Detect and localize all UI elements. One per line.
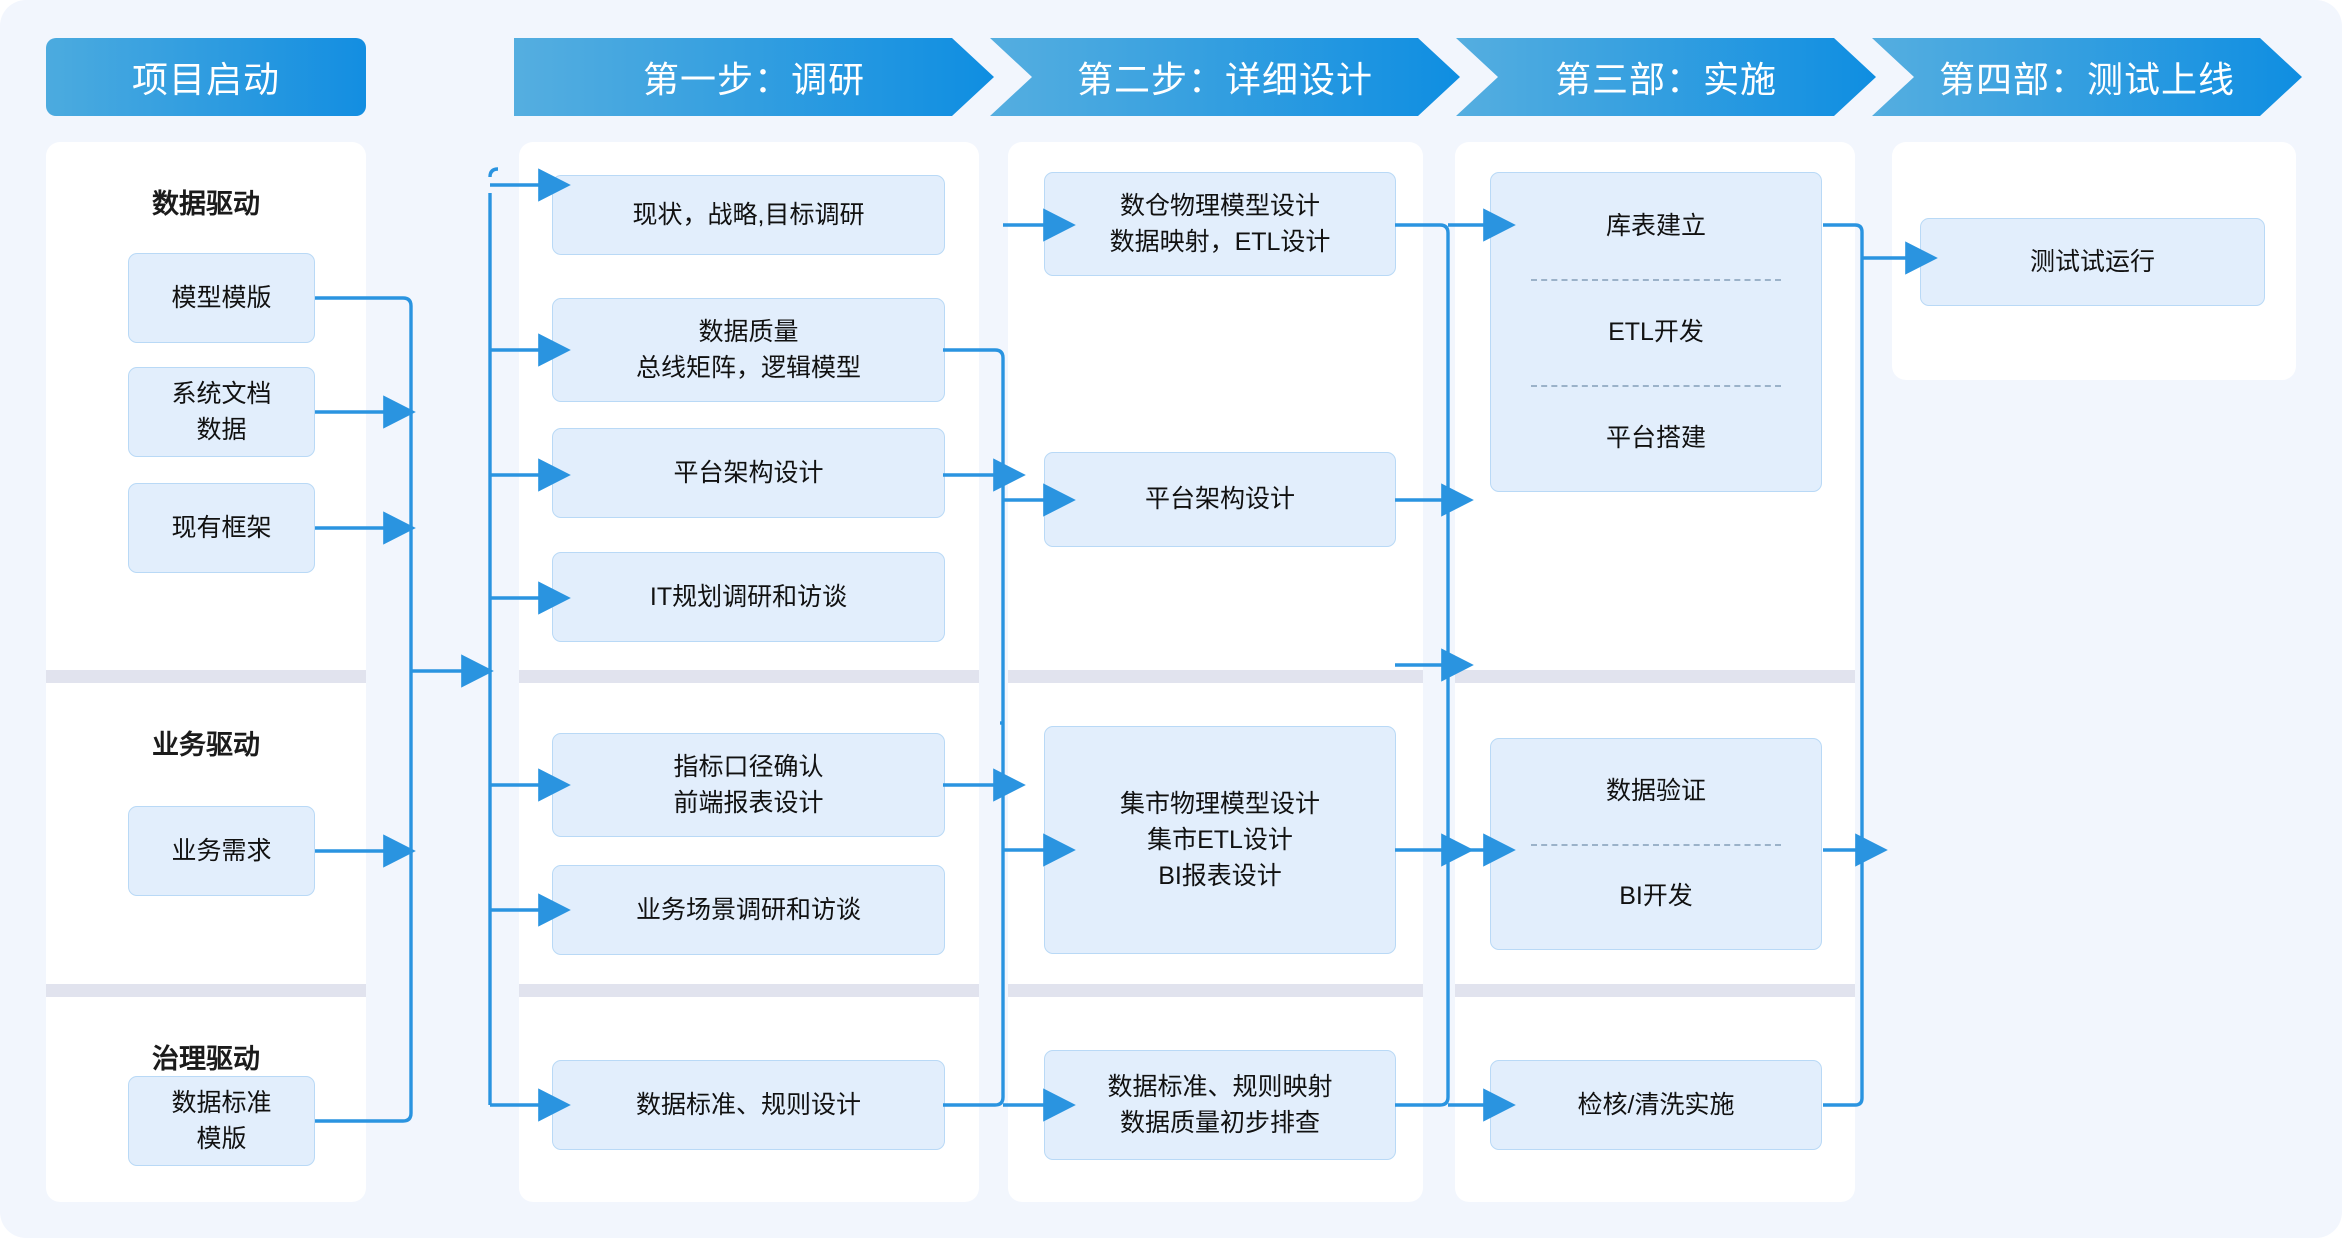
group-title-governance-driven: 治理驱动 <box>46 1037 366 1076</box>
lane-separator <box>46 984 366 997</box>
lane-separator <box>1008 984 1423 997</box>
header-kickoff[interactable]: 项目启动 <box>46 38 366 116</box>
step1-node-data-standard-rule-design[interactable]: 数据标准、规则设计 <box>552 1060 945 1150</box>
header-step3[interactable]: 第三部：实施 <box>1456 38 1876 116</box>
step1-node-platform-architecture-design[interactable]: 平台架构设计 <box>552 428 945 518</box>
header-label: 第三部：实施 <box>1554 59 1777 100</box>
step3-node-data-validation-bi-dev[interactable]: 数据验证 BI开发 <box>1490 738 1822 950</box>
step2-node-dw-physical-model-etl-design[interactable]: 数仓物理模型设计 数据映射，ETL设计 <box>1044 172 1396 276</box>
step2-node-standard-rule-mapping-quality-check[interactable]: 数据标准、规则映射 数据质量初步排查 <box>1044 1050 1396 1160</box>
step3-segment-data-validation: 数据验证 <box>1605 777 1706 806</box>
step1-node-data-quality-bus-matrix[interactable]: 数据质量 总线矩阵，逻辑模型 <box>552 298 945 402</box>
sidebar-node-data-standard-template[interactable]: 数据标准 模版 <box>128 1076 315 1166</box>
header-label: 第一步：调研 <box>642 59 865 100</box>
lane-separator <box>519 984 979 997</box>
header-label: 第四部：测试上线 <box>1938 59 2235 100</box>
step3-node-verify-cleanse-implementation[interactable]: 检核/清洗实施 <box>1490 1060 1822 1150</box>
header-step1[interactable]: 第一步：调研 <box>514 38 994 116</box>
sidebar-node-system-doc-data[interactable]: 系统文档 数据 <box>128 367 315 457</box>
group-title-label: 数据驱动 <box>152 189 260 219</box>
sidebar-node-business-requirement[interactable]: 业务需求 <box>128 806 315 896</box>
header-step4[interactable]: 第四部：测试上线 <box>1872 38 2302 116</box>
lane-separator <box>1008 670 1423 683</box>
sidebar-node-model-template[interactable]: 模型模版 <box>128 253 315 343</box>
step3-segment-table-creation: 库表建立 <box>1605 211 1706 240</box>
group-title-data-driven: 数据驱动 <box>46 182 366 221</box>
sidebar-node-existing-framework[interactable]: 现有框架 <box>128 483 315 573</box>
group-title-business-driven: 业务驱动 <box>46 723 366 762</box>
step3-segment-bi-development: BI开发 <box>1491 844 1821 949</box>
step2-node-platform-architecture-design[interactable]: 平台架构设计 <box>1044 452 1396 547</box>
group-title-label: 业务驱动 <box>152 730 260 760</box>
step1-node-current-strategy-goal-research[interactable]: 现状，战略,目标调研 <box>552 175 945 255</box>
group-title-label: 治理驱动 <box>152 1044 260 1074</box>
step2-card <box>1008 142 1423 1202</box>
lane-separator <box>46 670 366 683</box>
step3-segment-etl-development: ETL开发 <box>1491 279 1821 385</box>
step4-node-test-trial-run[interactable]: 测试试运行 <box>1920 218 2265 306</box>
lane-separator <box>1455 670 1855 683</box>
step1-node-it-planning-research-interview[interactable]: IT规划调研和访谈 <box>552 552 945 642</box>
lane-separator <box>1455 984 1855 997</box>
step1-node-business-scenario-research-interview[interactable]: 业务场景调研和访谈 <box>552 865 945 955</box>
lane-separator <box>519 670 979 683</box>
header-step2[interactable]: 第二步：详细设计 <box>990 38 1460 116</box>
step3-node-build-etl-platform[interactable]: 库表建立 ETL开发 平台搭建 <box>1490 172 1822 492</box>
header-label: 项目启动 <box>131 59 280 100</box>
step3-segment-platform-setup: 平台搭建 <box>1491 385 1821 491</box>
step1-node-metric-caliber-frontend-report[interactable]: 指标口径确认 前端报表设计 <box>552 733 945 837</box>
header-label: 第二步：详细设计 <box>1076 59 1373 100</box>
step2-node-mart-model-etl-bi-report[interactable]: 集市物理模型设计 集市ETL设计 BI报表设计 <box>1044 726 1396 954</box>
